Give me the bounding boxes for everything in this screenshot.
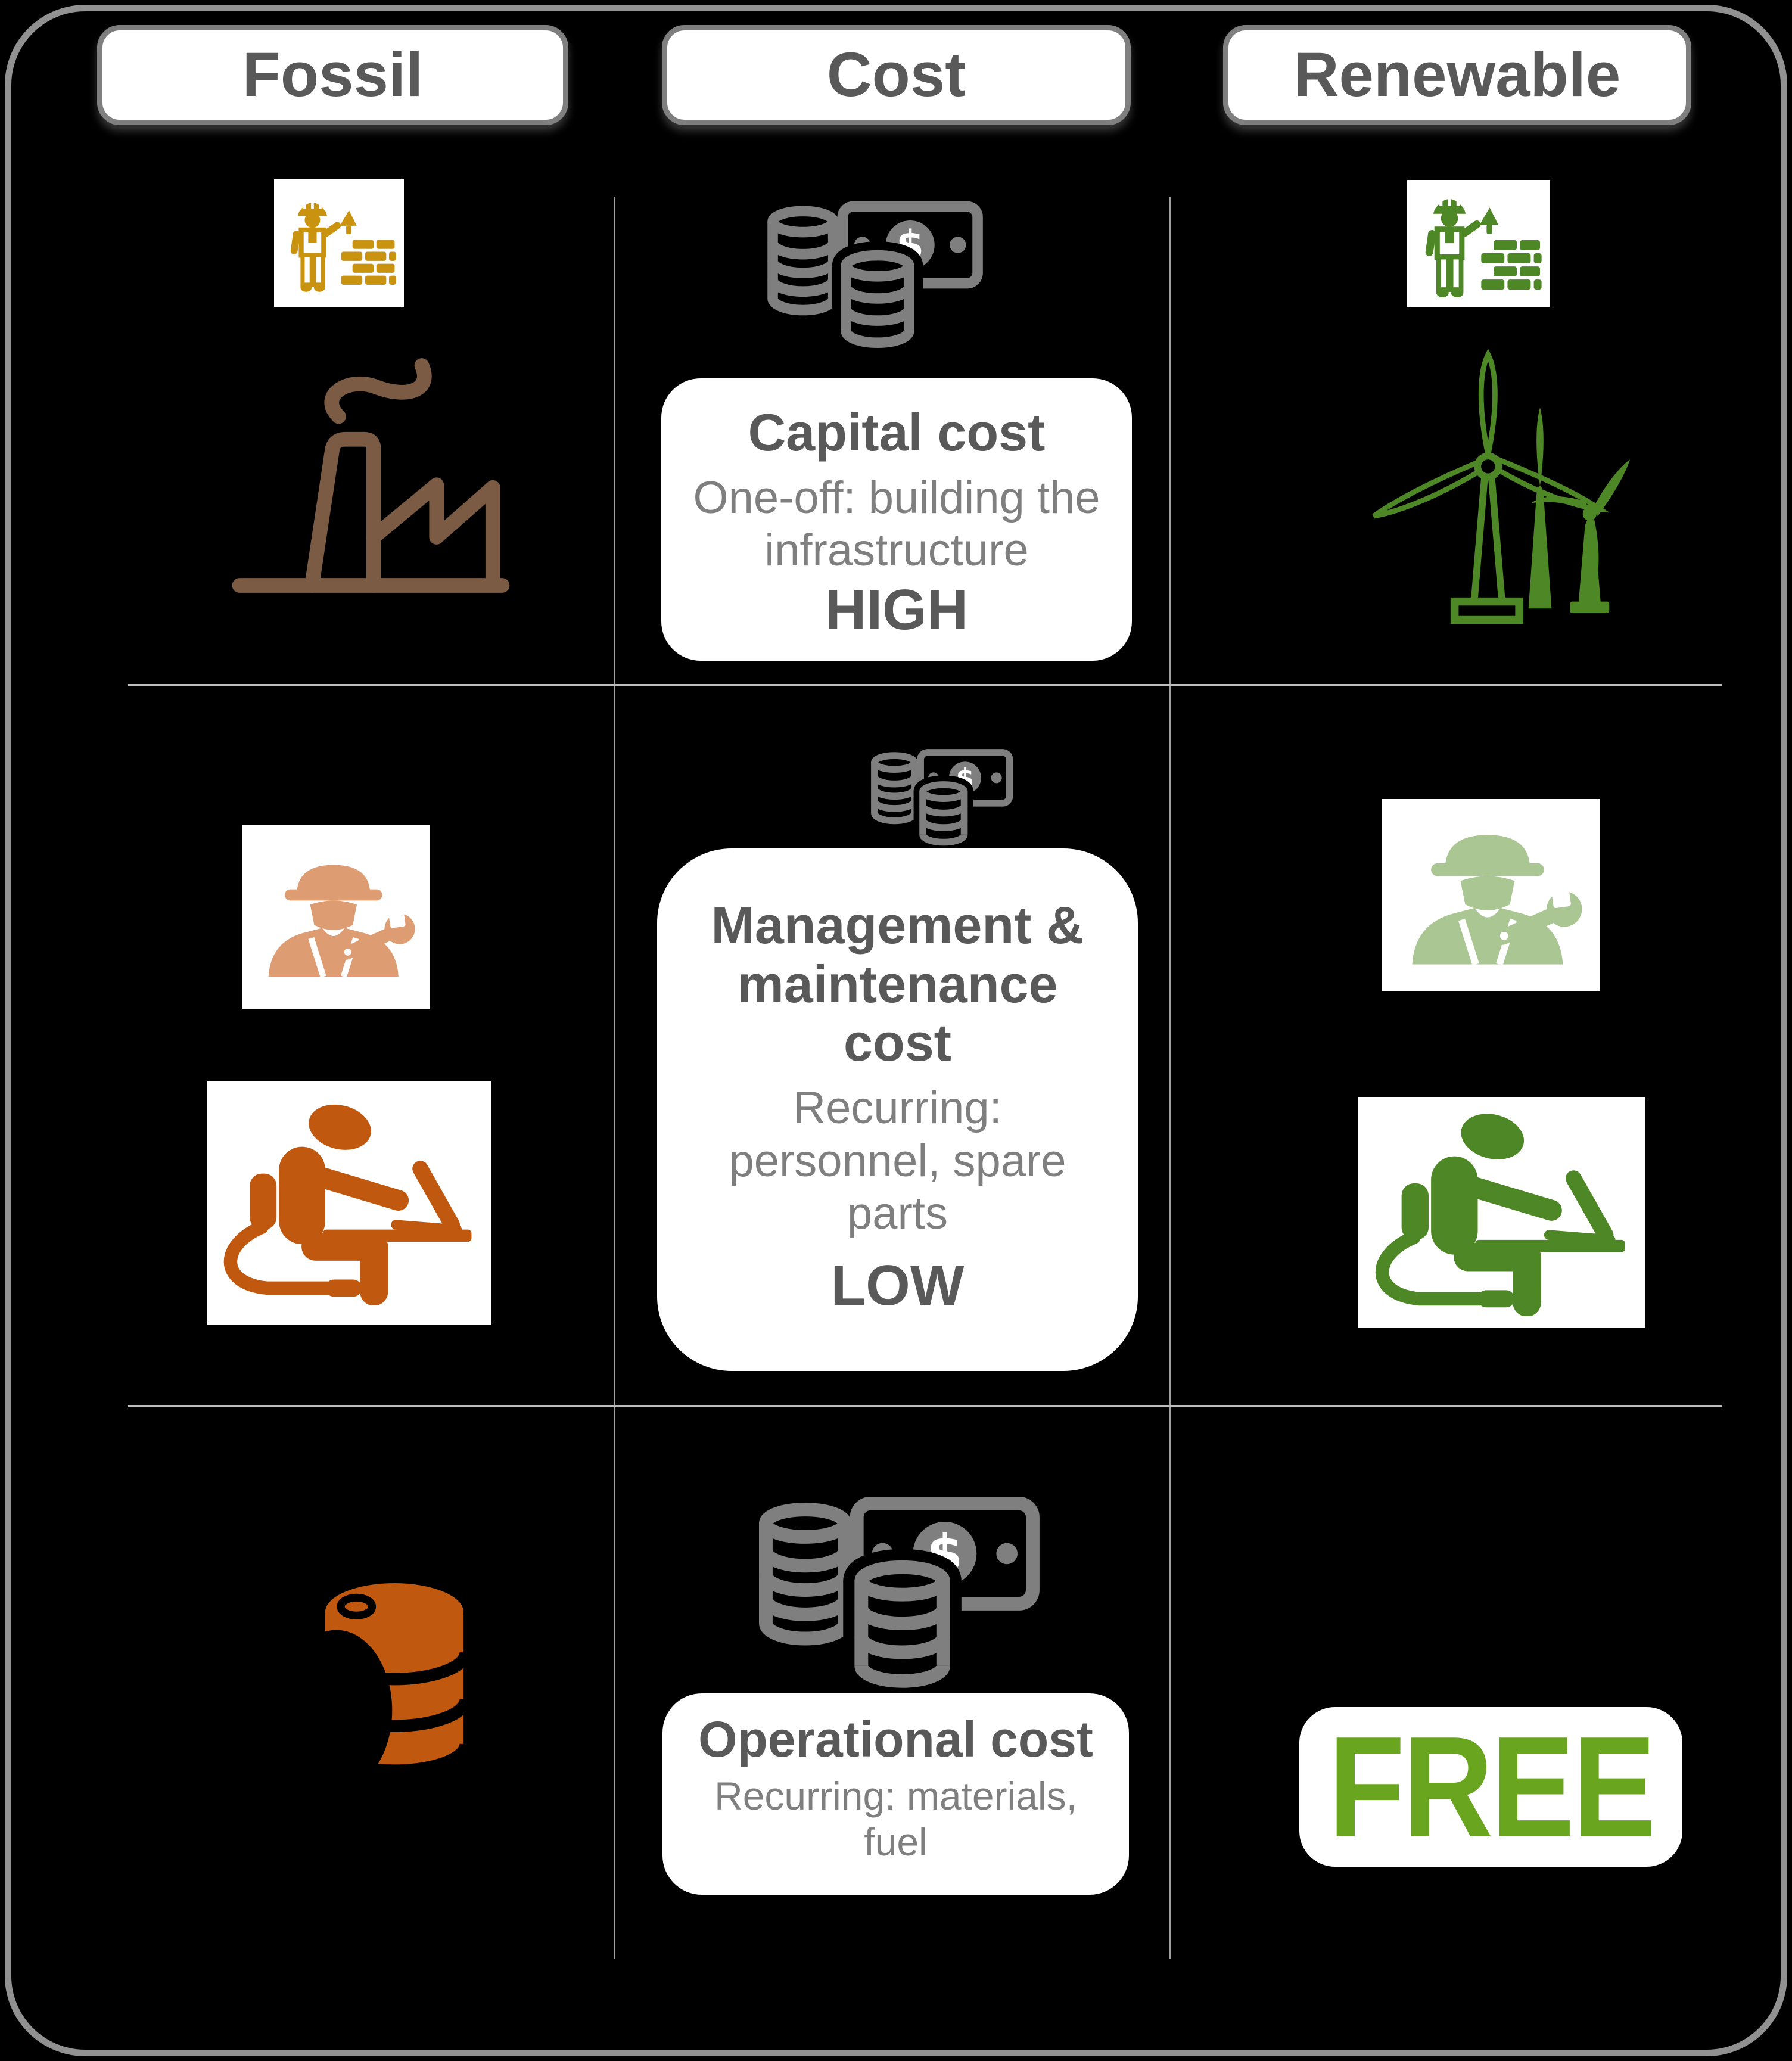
column-header-fossil: Fossil	[97, 25, 568, 125]
wind-turbines-icon	[1355, 334, 1632, 632]
frame-border	[5, 5, 1787, 2056]
factory-icon	[223, 329, 518, 606]
capital-cost-title: Capital cost	[748, 403, 1046, 462]
free-label-box: FREE	[1299, 1706, 1682, 1867]
construction-worker-icon	[1407, 180, 1550, 307]
maintenance-cost-title: Management & maintenance cost	[711, 896, 1084, 1073]
grid-horizontal-divider-bottom	[128, 1405, 1722, 1407]
operational-cost-title: Operational cost	[698, 1711, 1093, 1767]
capital-cost-box: Capital cost One-off: building the infra…	[661, 378, 1132, 661]
capital-cost-subtitle: One-off: building the infrastructure	[693, 472, 1100, 576]
column-header-cost: Cost	[662, 25, 1131, 125]
column-header-cost-label: Cost	[826, 40, 966, 110]
maintenance-worker-icon	[242, 825, 430, 1009]
operational-cost-box: Operational cost Recurring: materials, f…	[662, 1693, 1129, 1895]
person-with-laptop-icon	[207, 1081, 491, 1325]
capital-cost-level: HIGH	[825, 578, 968, 642]
grid-vertical-divider-right	[1169, 197, 1171, 1959]
construction-worker-icon	[274, 179, 404, 307]
operational-cost-subtitle: Recurring: materials, fuel	[714, 1774, 1077, 1864]
money-icon	[870, 745, 1016, 846]
maintenance-cost-box: Management & maintenance cost Recurring:…	[657, 848, 1138, 1371]
column-header-renewable: Renewable	[1223, 25, 1691, 125]
maintenance-cost-level: LOW	[830, 1254, 965, 1317]
maintenance-cost-subtitle: Recurring: personnel, spare parts	[729, 1082, 1066, 1239]
maintenance-worker-icon	[1382, 799, 1600, 991]
money-icon	[766, 195, 987, 349]
column-header-fossil-label: Fossil	[242, 40, 424, 110]
column-header-renewable-label: Renewable	[1293, 40, 1621, 110]
person-with-laptop-icon	[1358, 1097, 1645, 1328]
grid-horizontal-divider-top	[128, 684, 1722, 686]
free-label: FREE	[1328, 1706, 1656, 1867]
oil-barrel-icon	[305, 1574, 484, 1803]
money-icon	[757, 1488, 1045, 1689]
grid-vertical-divider-left	[614, 197, 615, 1959]
